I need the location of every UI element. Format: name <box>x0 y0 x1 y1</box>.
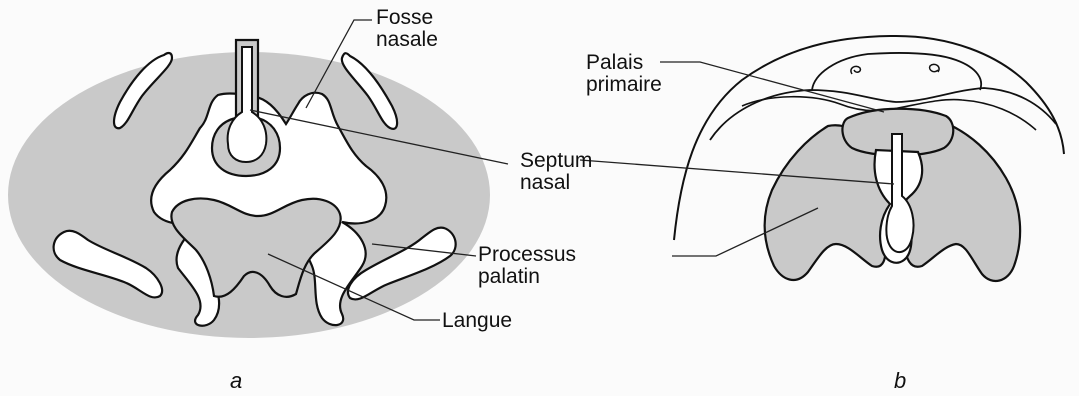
label-processus-line2: palatin <box>478 266 576 288</box>
caption-b: b <box>894 368 906 394</box>
nostril-region <box>812 53 981 90</box>
label-processus-line1: Processus <box>478 244 576 266</box>
label-septum-line1: Septum <box>520 150 592 172</box>
label-septum-line2: nasal <box>520 172 592 194</box>
label-palais-line2: primaire <box>586 74 662 96</box>
label-fosse-nasale: Fosse nasale <box>376 7 438 51</box>
figure-a <box>8 20 508 338</box>
label-septum-nasal: Septum nasal <box>520 150 592 194</box>
nostril-right <box>930 64 939 72</box>
label-processus-palatin: Processus palatin <box>478 244 576 288</box>
label-palais-primaire: Palais primaire <box>586 52 662 96</box>
label-fosse-line1: Fosse <box>376 7 438 29</box>
caption-a: a <box>230 368 242 394</box>
label-langue: Langue <box>442 310 512 332</box>
label-palais-line1: Palais <box>586 52 662 74</box>
nostril-left <box>851 66 860 74</box>
label-fosse-line2: nasale <box>376 29 438 51</box>
